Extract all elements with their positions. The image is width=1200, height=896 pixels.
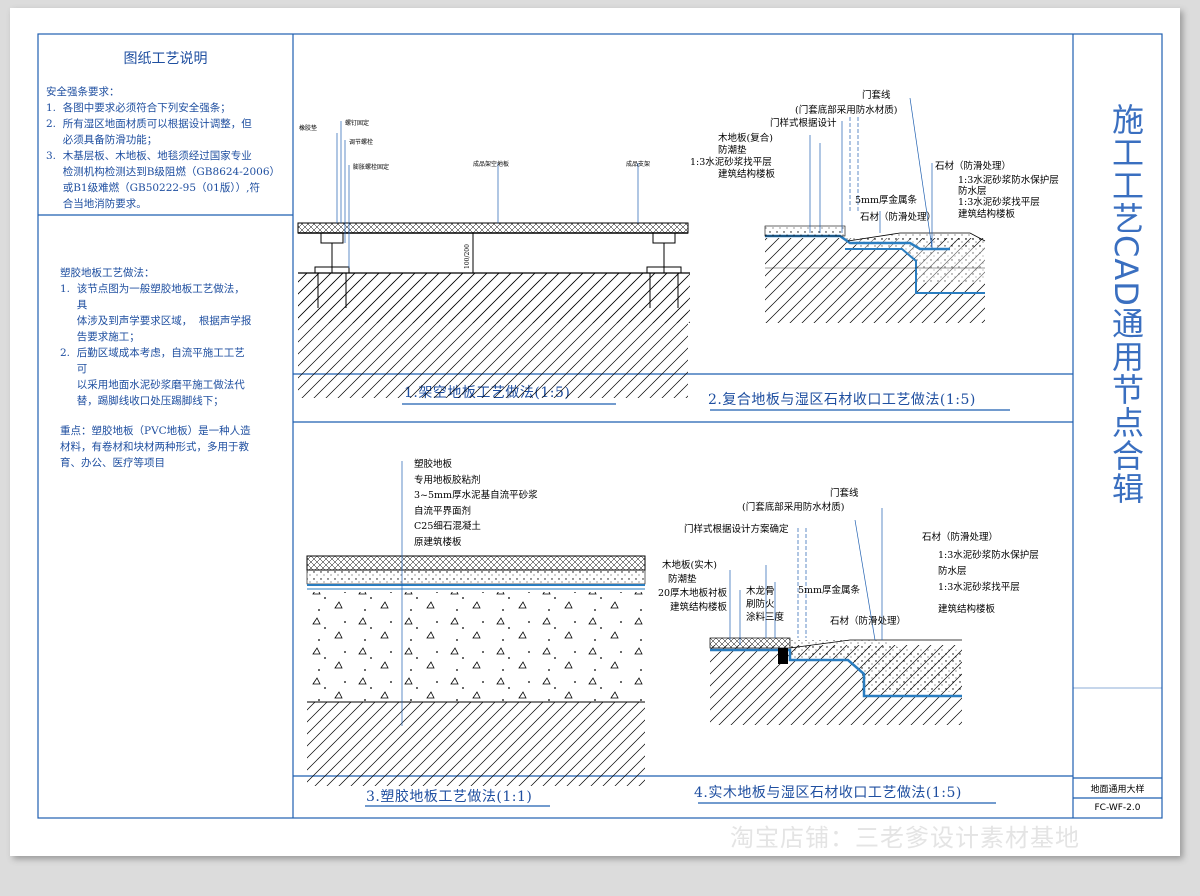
label-waterproof: 防水层 <box>958 185 987 197</box>
label-structure-slab: 建筑结构楼板 <box>670 601 728 613</box>
label-interface-agent: 自流平界面剂 <box>414 505 472 517</box>
label-coating: 涂料三度 <box>746 611 785 623</box>
vertical-title: 施工工艺CAD通用节点合辑 <box>1107 103 1145 505</box>
label-moisture-pad: 防潮垫 <box>718 144 747 156</box>
label-metal-strip: 5mm厚金属条 <box>798 584 861 596</box>
key-note: 材料，有卷材和块材两种形式，多用于教 <box>60 441 249 453</box>
key-note: 重点：塑胶地板（PVC地板）是一种人造 <box>60 425 251 437</box>
label-solid-wood: 木地板(实木) <box>662 559 717 571</box>
label-raised-floor: 成品架空地板 <box>473 160 509 168</box>
pvc-notes: 塑胶地板工艺做法： 1. 该节点图为一般塑胶地板工艺做法， 具 体涉及到声学要求… <box>60 265 292 471</box>
pvc-heading: 塑胶地板工艺做法： <box>60 267 155 279</box>
sheet-name: 地面通用大样 <box>1090 785 1145 795</box>
pvc-item: 1. 该节点图为一般塑胶地板工艺做法， <box>60 283 245 295</box>
key-note: 育、办公、医疗等项目 <box>60 457 165 469</box>
watermark: 淘宝店铺：三老爹设计素材基地 <box>730 824 1080 852</box>
label-adhesive: 专用地板胶粘剂 <box>414 474 481 486</box>
label-structure-slab: 建筑结构楼板 <box>718 168 776 180</box>
safety-item: 检测机构检测达到B级阻燃（GB8624-2006） <box>46 166 280 178</box>
label-door-casing: 门套线 <box>862 89 891 101</box>
label-door-style: 门样式根据设计 <box>770 117 837 129</box>
label-waterproof: 防水层 <box>938 565 967 577</box>
label-moisture-pad: 防潮垫 <box>668 573 697 585</box>
label-fireproof: 刷防火 <box>746 598 775 610</box>
label-protect-layer: 1:3水泥砂浆防水保护层 <box>938 549 1039 561</box>
label-slab-right: 建筑结构楼板 <box>938 603 996 615</box>
safety-item: 必须具备防滑功能； <box>46 134 158 146</box>
label-metal-strip: 5mm厚金属条 <box>855 194 918 206</box>
safety-item: 或B1级难燃（GB50222-95（01版））,符 <box>46 182 260 194</box>
label-stone-right: 石材（防滑处理） <box>935 160 1011 172</box>
pvc-item: 告要求施工； <box>60 331 140 343</box>
safety-heading: 安全强条要求： <box>46 86 120 98</box>
label-pvc-floor: 塑胶地板 <box>414 459 453 470</box>
safety-item: 合当地消防要求。 <box>46 198 147 210</box>
label-self-leveling: 3~5mm厚水泥基自流平砂浆 <box>414 490 538 501</box>
caption-detail-2: 2.复合地板与湿区石材收口工艺做法(1:5) <box>708 392 976 408</box>
label-protect-layer: 1:3水泥砂浆防水保护层 <box>958 174 1059 186</box>
detail-1-raised-floor: 橡胶垫 螺钉固定 调节螺栓 膨胀螺栓固定 成品架空地板 成品支架 100/200 <box>297 119 690 313</box>
label-door-casing-note: (门套底部采用防水材质) <box>742 501 844 513</box>
label-door-casing: 门套线 <box>830 487 859 499</box>
label-slab-right: 建筑结构楼板 <box>958 208 1016 220</box>
notes-title: 图纸工艺说明 <box>123 51 208 67</box>
label-original-slab: 原建筑楼板 <box>414 536 462 548</box>
caption-detail-4: 4.实木地板与湿区石材收口工艺做法(1:5) <box>694 785 962 801</box>
label-wood-keel: 木龙骨 <box>746 585 775 597</box>
label-composite-floor: 木地板(复合) <box>718 132 773 144</box>
label-concrete: C25细石混凝土 <box>414 521 481 532</box>
label-leveling-layer: 1:3水泥砂浆找平层 <box>690 156 772 168</box>
label-door-style: 门样式根据设计方案确定 <box>684 523 789 535</box>
label-screw-fixed: 螺钉固定 <box>345 119 369 127</box>
pvc-item: 具 <box>60 299 88 311</box>
label-adjust-bolt: 调节螺栓 <box>349 138 373 146</box>
label-stone-antislip: 石材（防滑处理） <box>860 211 936 223</box>
detail-3-pvc-floor <box>306 461 646 786</box>
detail-2-composite-floor: 门套线 (门套底部采用防水材质) 门样式根据设计 木地板(复合) 防潮垫 1:3… <box>690 89 1059 323</box>
label-support: 成品支架 <box>626 160 650 168</box>
safety-notes: 安全强条要求： 1. 各图中要求必须符合下列安全强条； 2. 所有湿区地面材质可… <box>46 84 291 212</box>
safety-item: 3. 木基层板、木地板、地毯须经过国家专业 <box>46 150 252 162</box>
pvc-item: 体涉及到声学要求区域， 根据声学报 <box>60 315 252 327</box>
pvc-item: 2. 后勤区域成本考虑，自流平施工工艺 <box>60 347 245 359</box>
label-stone-antislip: 石材（防滑处理） <box>830 615 906 627</box>
label-leveling-right: 1:3水泥砂浆找平层 <box>938 581 1020 593</box>
dimension-height: 100/200 <box>464 244 471 269</box>
pvc-item: 可 <box>60 363 88 375</box>
label-wood-subfloor: 20厚木地板衬板 <box>658 587 728 599</box>
label-rubber-pad: 橡胶垫 <box>299 124 317 132</box>
drawing-sheet: 图纸工艺说明 安全强条要求： 1. 各图中要求必须符合下列安全强条； 2. 所有… <box>10 8 1180 856</box>
label-door-casing-note: (门套底部采用防水材质) <box>795 104 897 116</box>
label-leveling-right: 1:3水泥砂浆找平层 <box>958 196 1040 208</box>
safety-item: 1. 各图中要求必须符合下列安全强条； <box>46 102 231 114</box>
label-expansion-bolt: 膨胀螺栓固定 <box>353 163 389 171</box>
detail-3-labels: 塑胶地板 专用地板胶粘剂 3~5mm厚水泥基自流平砂浆 自流平界面剂 C25细石… <box>414 457 538 550</box>
sheet-number: FC-WF-2.0 <box>1094 803 1141 813</box>
pvc-item: 替，踢脚线收口处压踢脚线下； <box>60 395 224 407</box>
pvc-item: 以采用地面水泥砂浆磨平施工做法代 <box>60 379 245 391</box>
caption-detail-3: 3.塑胶地板工艺做法(1:1) <box>366 789 533 805</box>
label-stone-right: 石材（防滑处理） <box>922 531 998 543</box>
detail-4-solid-wood-floor: 门套线 (门套底部采用防水材质) 门样式根据设计方案确定 木地板(实木) 防潮垫… <box>658 487 1039 725</box>
safety-item: 2. 所有湿区地面材质可以根据设计调整，但 <box>46 118 252 130</box>
